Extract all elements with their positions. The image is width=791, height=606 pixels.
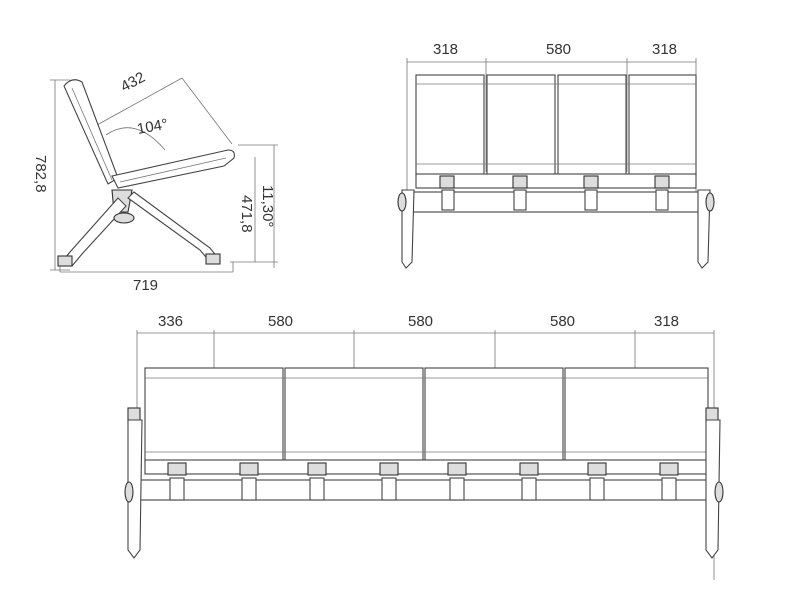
left-hub [397, 192, 407, 212]
bracket-2 [239, 462, 259, 476]
front-foot [57, 255, 73, 267]
dim-label-1: 336 [158, 313, 183, 330]
right-leg [705, 419, 721, 559]
front-view-3-seat: 318 580 318 [397, 41, 715, 269]
bracket-5 [447, 462, 467, 476]
dim-label-3: 580 [408, 313, 433, 330]
backrest-dim-ext [181, 77, 233, 145]
dim-label-3: 318 [652, 41, 677, 58]
bracket-post-1 [441, 189, 455, 211]
bracket-post-2 [241, 477, 257, 501]
backrest-inner-line [71, 87, 113, 181]
beam [134, 479, 718, 501]
right-hub [714, 481, 724, 503]
back-angle-label: 104° [136, 116, 170, 138]
bracket-2 [512, 175, 528, 189]
bracket-post-1 [169, 477, 185, 501]
overall-height-label: 782,8 [32, 155, 49, 193]
seat-front-bar [144, 459, 709, 475]
bracket-post-8 [661, 477, 677, 501]
bracket-1 [167, 462, 187, 476]
bracket-4 [379, 462, 399, 476]
right-leg [697, 189, 711, 269]
bracket-post-2 [513, 189, 527, 211]
left-leg [401, 189, 415, 269]
dim-label-2: 580 [268, 313, 293, 330]
leg-hub [113, 212, 135, 224]
bracket-post-4 [655, 189, 669, 211]
left-leg [127, 419, 143, 559]
right-hub [705, 192, 715, 212]
backrest-dim-line [96, 77, 183, 126]
dim-label-1: 318 [433, 41, 458, 58]
bracket-post-7 [589, 477, 605, 501]
bracket-post-5 [449, 477, 465, 501]
bracket-7 [587, 462, 607, 476]
seat-back-3 [557, 74, 627, 176]
rear-foot [205, 253, 221, 265]
bracket-4 [654, 175, 670, 189]
bracket-1 [439, 175, 455, 189]
bracket-3 [583, 175, 599, 189]
bracket-3 [307, 462, 327, 476]
backrest-length-label: 432 [118, 69, 148, 96]
dim-label-4: 580 [550, 313, 575, 330]
seat [111, 149, 235, 189]
dim-label-5: 318 [654, 313, 679, 330]
front-view-5-seat: 336 580 580 580 318 [124, 313, 724, 580]
seat-back-4 [564, 367, 709, 463]
seat-inner-line [119, 157, 227, 183]
dim-label-2: 580 [546, 41, 571, 58]
seat-front-bar [415, 173, 697, 189]
rear-leg [127, 191, 219, 263]
overall-depth-label: 719 [133, 277, 158, 294]
bracket-6 [519, 462, 539, 476]
seat-back-2 [284, 367, 424, 463]
angle-arc [105, 127, 166, 151]
bracket-post-3 [309, 477, 325, 501]
bracket-post-4 [381, 477, 397, 501]
bracket-post-3 [584, 189, 598, 211]
side-view: 432 104° 782,8 471,8 11,30° 719 [32, 69, 278, 294]
seat-tilt-label: 11,30° [259, 185, 276, 227]
bracket-8 [659, 462, 679, 476]
left-hub [124, 481, 134, 503]
seat-back-4 [628, 74, 697, 176]
seat-back-3 [424, 367, 564, 463]
seat-back-1 [415, 74, 485, 176]
bracket-post-6 [521, 477, 537, 501]
seat-height-label: 471,8 [238, 195, 255, 233]
seat-back-1 [144, 367, 284, 463]
seat-back-2 [486, 74, 556, 176]
